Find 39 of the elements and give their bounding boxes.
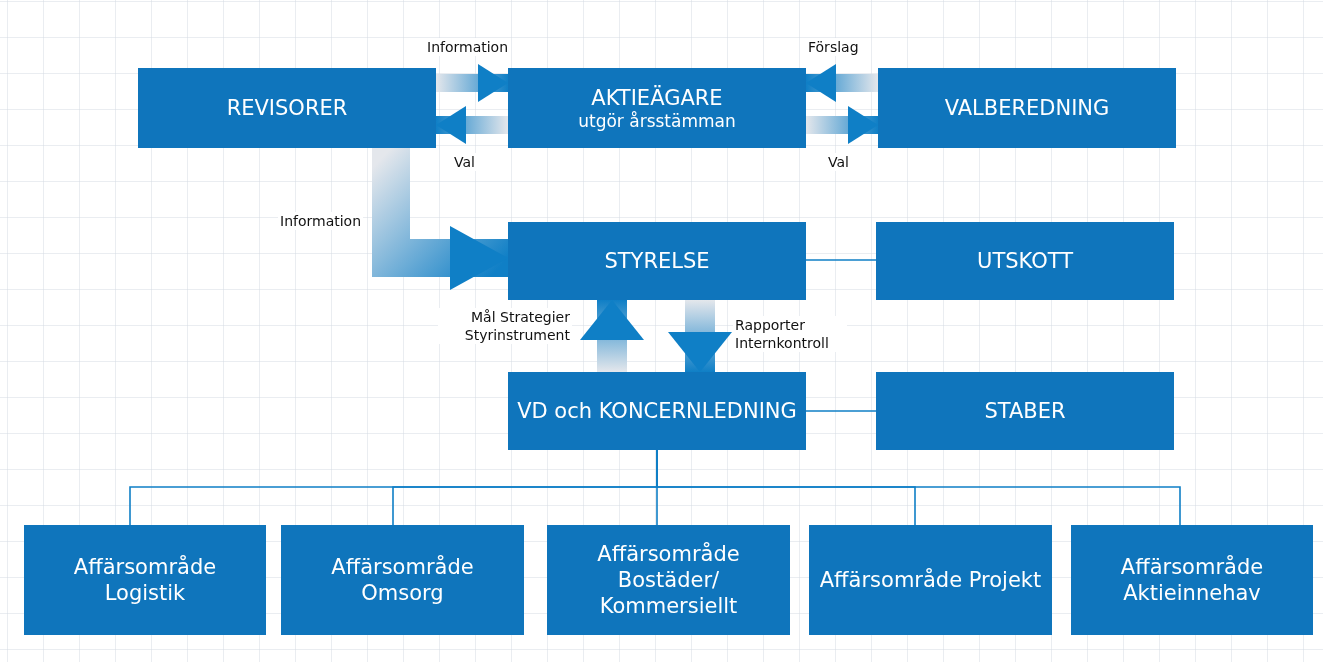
box-title: Affärsområde Bostäder/ Kommersiellt [596, 541, 741, 619]
org-box [281, 525, 524, 635]
box-title: Affärsområde Omsorg [330, 554, 475, 606]
box-title: STABER [984, 398, 1066, 424]
block-arrow [436, 106, 508, 144]
edge-label: Rapporter Internkontroll [733, 316, 847, 352]
org-box [876, 222, 1174, 300]
edge-label: Val [452, 153, 477, 171]
box-title: AKTIEÄGARE [591, 84, 723, 111]
block-arrow [580, 300, 644, 372]
box-title: Affärsområde Projekt [819, 567, 1042, 593]
edge-label: Val [826, 153, 851, 171]
org-box [878, 68, 1176, 148]
box-title: REVISORER [226, 95, 348, 121]
box-title: VALBEREDNING [944, 95, 1110, 121]
org-box [508, 222, 806, 300]
org-box [1071, 525, 1313, 635]
block-arrow [436, 64, 508, 102]
block-arrow [668, 300, 732, 372]
edge-label: Mål Strategier Styrinstrument [438, 308, 572, 344]
org-box [876, 372, 1174, 450]
org-box [508, 372, 806, 450]
box-title: Affärsområde Aktieinnehav [1119, 554, 1265, 606]
box-title: VD och KONCERNLEDNING [517, 398, 797, 424]
box-subtitle: utgör årsstämman [578, 110, 736, 132]
org-box [809, 525, 1052, 635]
org-box [547, 525, 790, 635]
block-arrow [806, 106, 878, 144]
edge-label: Förslag [806, 38, 861, 56]
org-box [24, 525, 266, 635]
org-box [508, 68, 806, 148]
block-arrow [806, 64, 878, 102]
box-title: STYRELSE [604, 248, 710, 274]
edge-label: Information [278, 212, 364, 230]
box-title: UTSKOTT [977, 248, 1073, 274]
connector-line [805, 410, 877, 412]
box-title: Affärsområde Logistik [72, 554, 218, 606]
connector-line [805, 259, 877, 261]
org-box [138, 68, 436, 148]
